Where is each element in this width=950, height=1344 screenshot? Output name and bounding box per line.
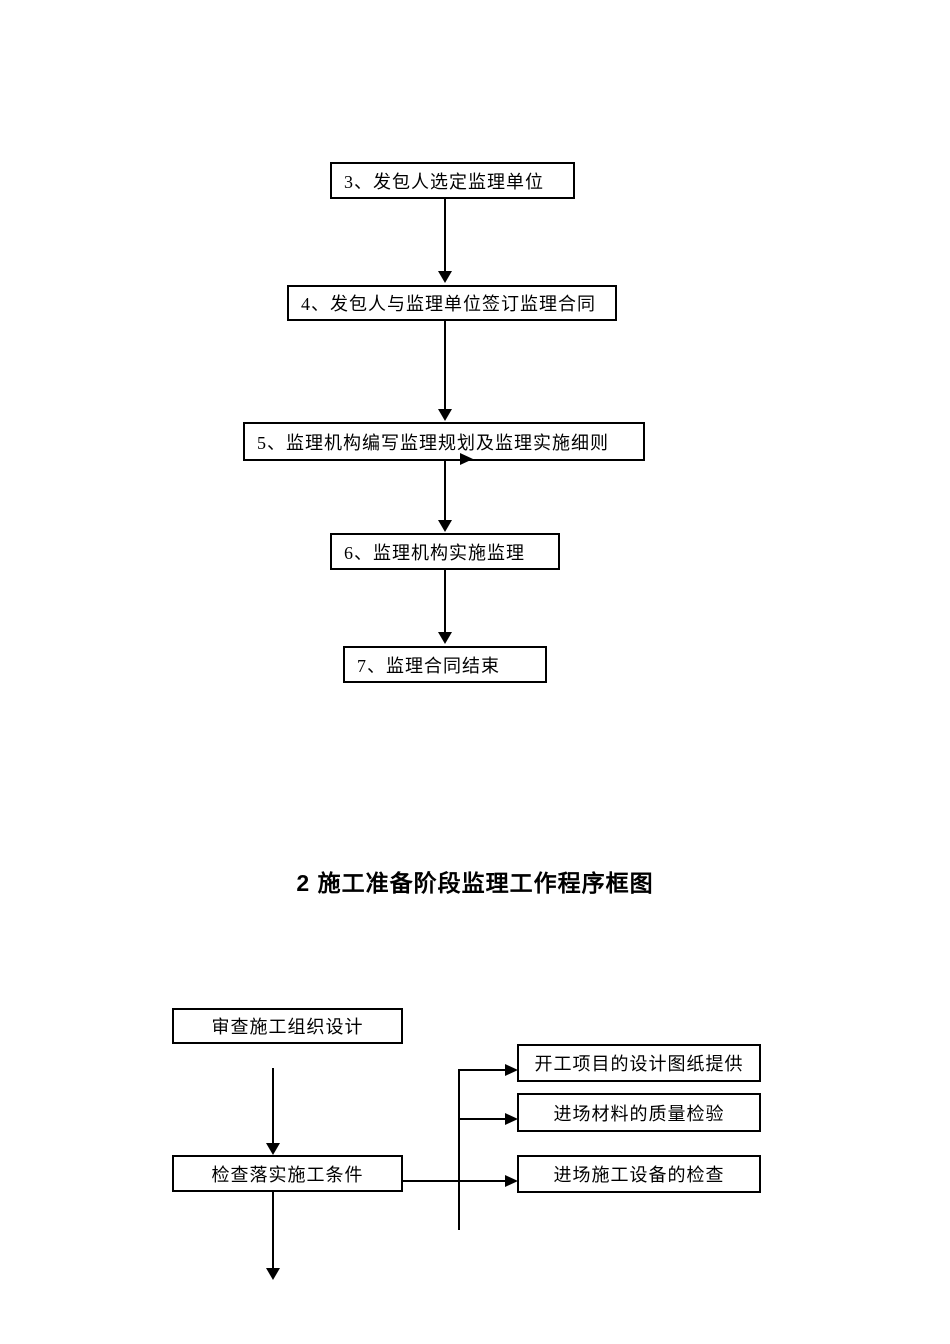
connector-trunk-vertical (458, 1069, 460, 1230)
flow-node-sign-contract: 4、发包人与监理单位签订监理合同 (287, 285, 617, 321)
connector-node3-node4 (444, 199, 446, 272)
flow-node-contract-end: 7、监理合同结束 (343, 646, 547, 683)
arrowhead-down-icon (438, 520, 452, 532)
stray-right-arrowhead-icon (460, 453, 473, 465)
connector-trunk-to-materials (459, 1118, 505, 1120)
arrowhead-down-icon (438, 409, 452, 421)
flow-node-implement-supervision: 6、监理机构实施监理 (330, 533, 560, 570)
flow-node-select-supervisor: 3、发包人选定监理单位 (330, 162, 575, 199)
flow-node-review-construction-design: 审查施工组织设计 (172, 1008, 403, 1044)
flow-node-material-inspection: 进场材料的质量检验 (517, 1093, 761, 1132)
arrowhead-down-icon (438, 271, 452, 283)
arrowhead-right-icon (505, 1064, 518, 1076)
arrowhead-right-icon (505, 1175, 518, 1187)
connector-node5-node6 (444, 461, 446, 521)
connector-node4-node5 (444, 321, 446, 410)
arrowhead-down-icon (438, 632, 452, 644)
connector-check-down (272, 1192, 274, 1268)
flow-node-write-plan: 5、监理机构编写监理规划及监理实施细则 (243, 422, 645, 461)
flow-node-design-drawings: 开工项目的设计图纸提供 (517, 1044, 761, 1082)
connector-node6-node7 (444, 570, 446, 633)
flow-node-equipment-inspection: 进场施工设备的检查 (517, 1155, 761, 1193)
arrowhead-right-icon (505, 1113, 518, 1125)
arrowhead-down-icon (266, 1268, 280, 1280)
connector-review-to-check (272, 1068, 274, 1144)
arrowhead-down-icon (266, 1143, 280, 1155)
connector-check-to-equipment (403, 1180, 505, 1182)
flow-node-check-conditions: 检查落实施工条件 (172, 1155, 403, 1192)
section-heading: 2 施工准备阶段监理工作程序框图 (296, 870, 654, 896)
connector-trunk-to-drawings (459, 1069, 505, 1071)
